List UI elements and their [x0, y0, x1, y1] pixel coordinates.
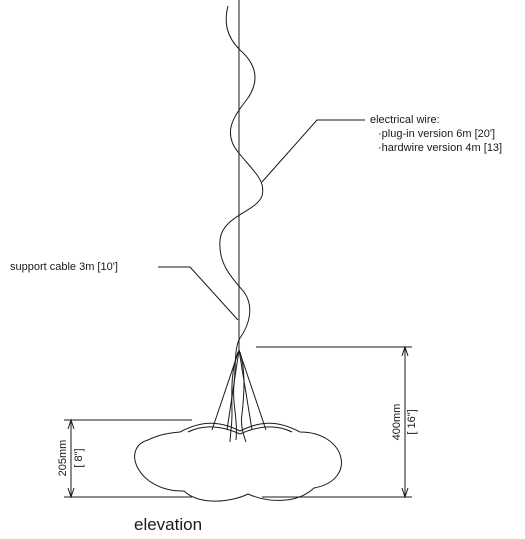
cloud-shade — [134, 422, 342, 502]
hardwire-version-label: ·hardwire version 4m [13] — [378, 142, 503, 154]
electrical-wire-leader — [261, 119, 365, 183]
shade-height-dimension — [64, 418, 192, 499]
shade-height-in-label: [ 8"] — [73, 448, 85, 468]
view-title: elevation — [134, 515, 203, 534]
plugin-version-label: ·plug-in version 6m [20'] — [378, 128, 496, 140]
overall-height-in-label: [ 16"] — [406, 409, 418, 435]
electrical-wire-curve — [219, 5, 264, 441]
cloud-shade-top-fold — [187, 426, 293, 435]
support-cable-leader — [158, 266, 239, 321]
suspension-wires — [211, 349, 267, 443]
electrical-wire-label: electrical wire: — [370, 114, 440, 126]
support-cable-label: support cable 3m [10'] — [10, 261, 118, 273]
shade-height-mm-label: 205mm — [57, 439, 69, 477]
overall-height-mm-label: 400mm — [391, 403, 403, 441]
overall-height-dimension — [256, 345, 412, 499]
